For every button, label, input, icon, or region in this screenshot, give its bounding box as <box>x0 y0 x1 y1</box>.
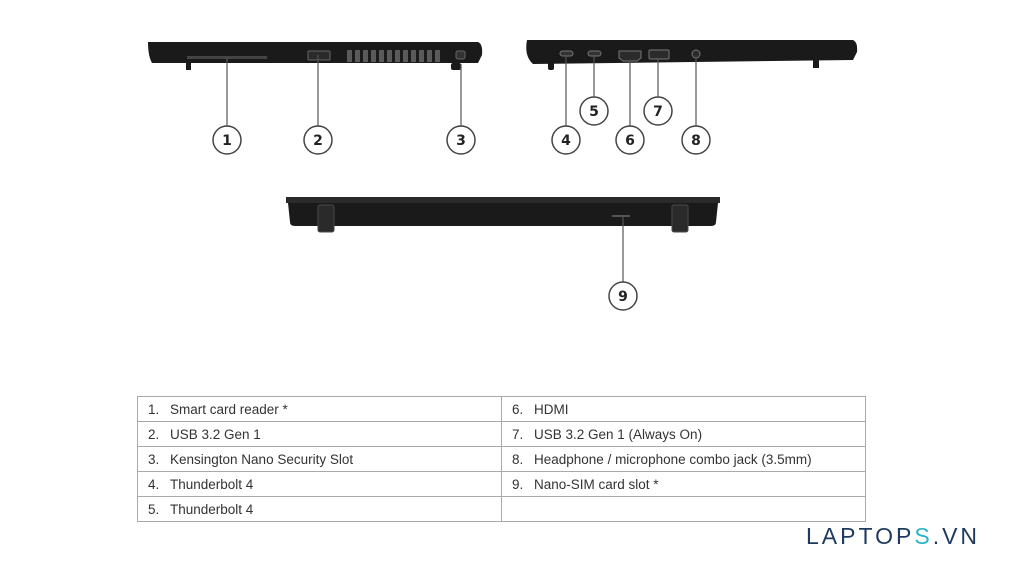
table-row: 4. Thunderbolt 4 9. Nano-SIM card slot * <box>137 471 866 497</box>
logo-text-b: S <box>914 523 933 549</box>
callout-9: 9 <box>618 289 628 305</box>
usb-a-always-on-port <box>648 49 670 60</box>
legend-number: 4. <box>148 476 160 492</box>
ports-legend-table: 1. Smart card reader * 6. HDMI 2. USB 3.2 G… <box>137 396 866 522</box>
smart-card-slot <box>187 56 267 59</box>
usb-a-port <box>307 50 331 61</box>
legend-label: HDMI <box>534 401 569 417</box>
legend-number: 6. <box>512 401 524 417</box>
vent-grille <box>347 50 440 62</box>
logo-text-a: LAPTOP <box>806 523 915 549</box>
legend-cell: 9. Nano-SIM card slot * <box>501 471 866 497</box>
callout-3: 3 <box>456 133 466 149</box>
leader-lines <box>226 55 697 282</box>
callout-6: 6 <box>625 133 635 149</box>
callout-numbers: 1 2 3 4 5 6 7 8 9 <box>222 104 701 305</box>
laptop-right-side-view <box>148 42 483 70</box>
callout-circles <box>212 96 711 311</box>
legend-cell: 5. Thunderbolt 4 <box>137 496 502 522</box>
legend-cell: 7. USB 3.2 Gen 1 (Always On) <box>501 421 866 447</box>
legend-label: Headphone / microphone combo jack (3.5mm… <box>534 451 812 467</box>
legend-cell: 8. Headphone / microphone combo jack (3.5… <box>501 446 866 472</box>
callout-7: 7 <box>653 104 663 120</box>
legend-number: 7. <box>512 426 524 442</box>
legend-cell: 1. Smart card reader * <box>137 396 502 422</box>
laptops-vn-logo: LAPTOPS.VN <box>806 523 980 550</box>
table-row: 3. Kensington Nano Security Slot 8. Headph… <box>137 446 866 472</box>
callout-8: 8 <box>691 133 701 149</box>
audio-jack <box>691 49 701 59</box>
laptop-ports-diagram: 1 2 3 4 5 6 7 8 9 <box>148 40 858 311</box>
nano-sim-slot <box>612 215 630 217</box>
hdmi-port <box>618 50 642 62</box>
table-row: 5. Thunderbolt 4 <box>137 496 866 522</box>
security-slot <box>455 50 466 60</box>
legend-cell: 6. HDMI <box>501 396 866 422</box>
legend-number: 9. <box>512 476 524 492</box>
callout-1: 1 <box>222 133 232 149</box>
thunderbolt-port-5 <box>587 50 602 57</box>
legend-label: Thunderbolt 4 <box>170 501 254 517</box>
laptop-rear-view <box>286 197 720 233</box>
table-row: 2. USB 3.2 Gen 1 7. USB 3.2 Gen 1 (Always … <box>137 421 866 447</box>
legend-label: USB 3.2 Gen 1 <box>170 426 261 442</box>
laptop-left-side-view <box>526 40 858 70</box>
legend-cell-empty <box>501 496 866 522</box>
legend-number: 3. <box>148 451 160 467</box>
legend-number: 5. <box>148 501 160 517</box>
legend-cell: 3. Kensington Nano Security Slot <box>137 446 502 472</box>
legend-number: 2. <box>148 426 160 442</box>
callout-5: 5 <box>589 104 599 120</box>
callout-2: 2 <box>313 133 323 149</box>
legend-label: Thunderbolt 4 <box>170 476 254 492</box>
legend-label: Nano-SIM card slot * <box>534 476 659 492</box>
table-row: 1. Smart card reader * 6. HDMI <box>137 396 866 422</box>
legend-cell: 4. Thunderbolt 4 <box>137 471 502 497</box>
callout-4: 4 <box>561 133 571 149</box>
legend-cell: 2. USB 3.2 Gen 1 <box>137 421 502 447</box>
legend-label: Smart card reader * <box>170 401 288 417</box>
logo-text-c: .VN <box>932 523 981 549</box>
legend-label: USB 3.2 Gen 1 (Always On) <box>534 426 703 442</box>
legend-number: 8. <box>512 451 524 467</box>
legend-number: 1. <box>148 401 160 417</box>
legend-label: Kensington Nano Security Slot <box>170 451 354 467</box>
thunderbolt-port-4 <box>559 50 574 57</box>
